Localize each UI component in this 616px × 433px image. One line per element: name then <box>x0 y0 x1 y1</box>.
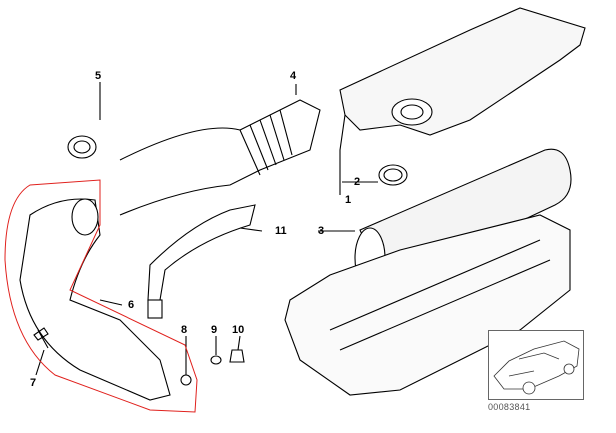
highlight-outline <box>4 179 198 413</box>
callout-11: 11 <box>275 225 287 237</box>
part-1-cover <box>339 7 586 136</box>
part-11-hose <box>147 204 256 301</box>
callout-1: 1 <box>345 194 352 206</box>
diagram-code: 00083841 <box>488 402 531 412</box>
car-icon <box>493 340 580 395</box>
callout-4: 4 <box>290 70 297 82</box>
part-10-clip <box>229 349 245 363</box>
vehicle-inset <box>488 330 584 400</box>
callout-10: 10 <box>232 324 245 336</box>
part-4-hose <box>119 99 321 216</box>
callout-8: 8 <box>181 324 188 336</box>
part-7-bolt <box>33 327 49 349</box>
callout-6: 6 <box>128 299 135 311</box>
callout-7: 7 <box>30 377 37 389</box>
callout-2: 2 <box>354 176 361 188</box>
part-9-washer <box>210 355 222 365</box>
part-5-sleeve <box>67 135 97 159</box>
valve-cover <box>284 214 571 396</box>
callout-3: 3 <box>318 225 325 237</box>
part-2-ring <box>378 164 408 186</box>
callout-9: 9 <box>211 324 218 336</box>
callout-5: 5 <box>95 70 102 82</box>
part-8-nut <box>180 374 192 386</box>
